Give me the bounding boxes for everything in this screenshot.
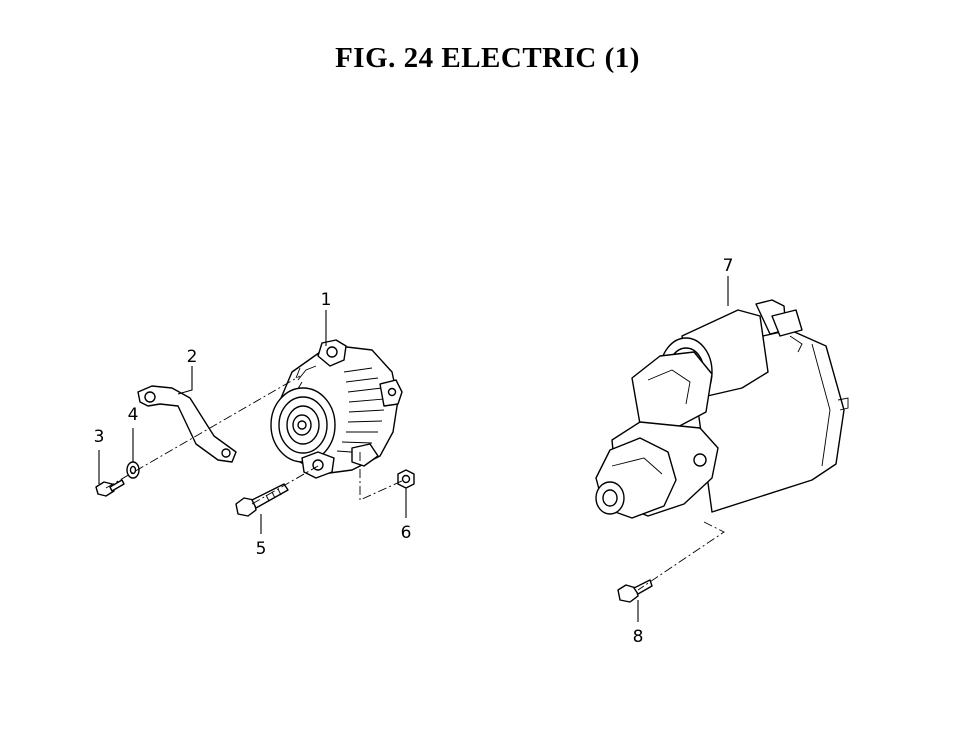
adjusting-bracket[interactable] xyxy=(137,385,237,463)
assembly-line xyxy=(105,375,301,489)
figure-title: FIG. 24 ELECTRIC (1) xyxy=(335,42,640,74)
nut-6[interactable] xyxy=(397,469,415,489)
callout-3: 3 xyxy=(94,427,105,447)
bolt-5[interactable] xyxy=(235,483,289,517)
bolt-3[interactable] xyxy=(95,479,125,497)
callout-5: 5 xyxy=(256,539,267,559)
leader-line-2 xyxy=(177,366,193,395)
callout-1: 1 xyxy=(321,290,332,310)
bolt-8[interactable] xyxy=(617,579,653,603)
callout-7: 7 xyxy=(723,256,734,276)
alternator[interactable] xyxy=(270,339,403,479)
washer-4[interactable] xyxy=(126,461,140,479)
callout-8: 8 xyxy=(633,627,644,647)
callout-4: 4 xyxy=(128,405,139,425)
starter-motor[interactable] xyxy=(595,299,849,519)
callout-2: 2 xyxy=(187,347,198,367)
assembly-line xyxy=(637,521,725,591)
assembly-line xyxy=(251,465,319,505)
callout-6: 6 xyxy=(401,523,412,543)
assembly-line xyxy=(359,452,405,501)
